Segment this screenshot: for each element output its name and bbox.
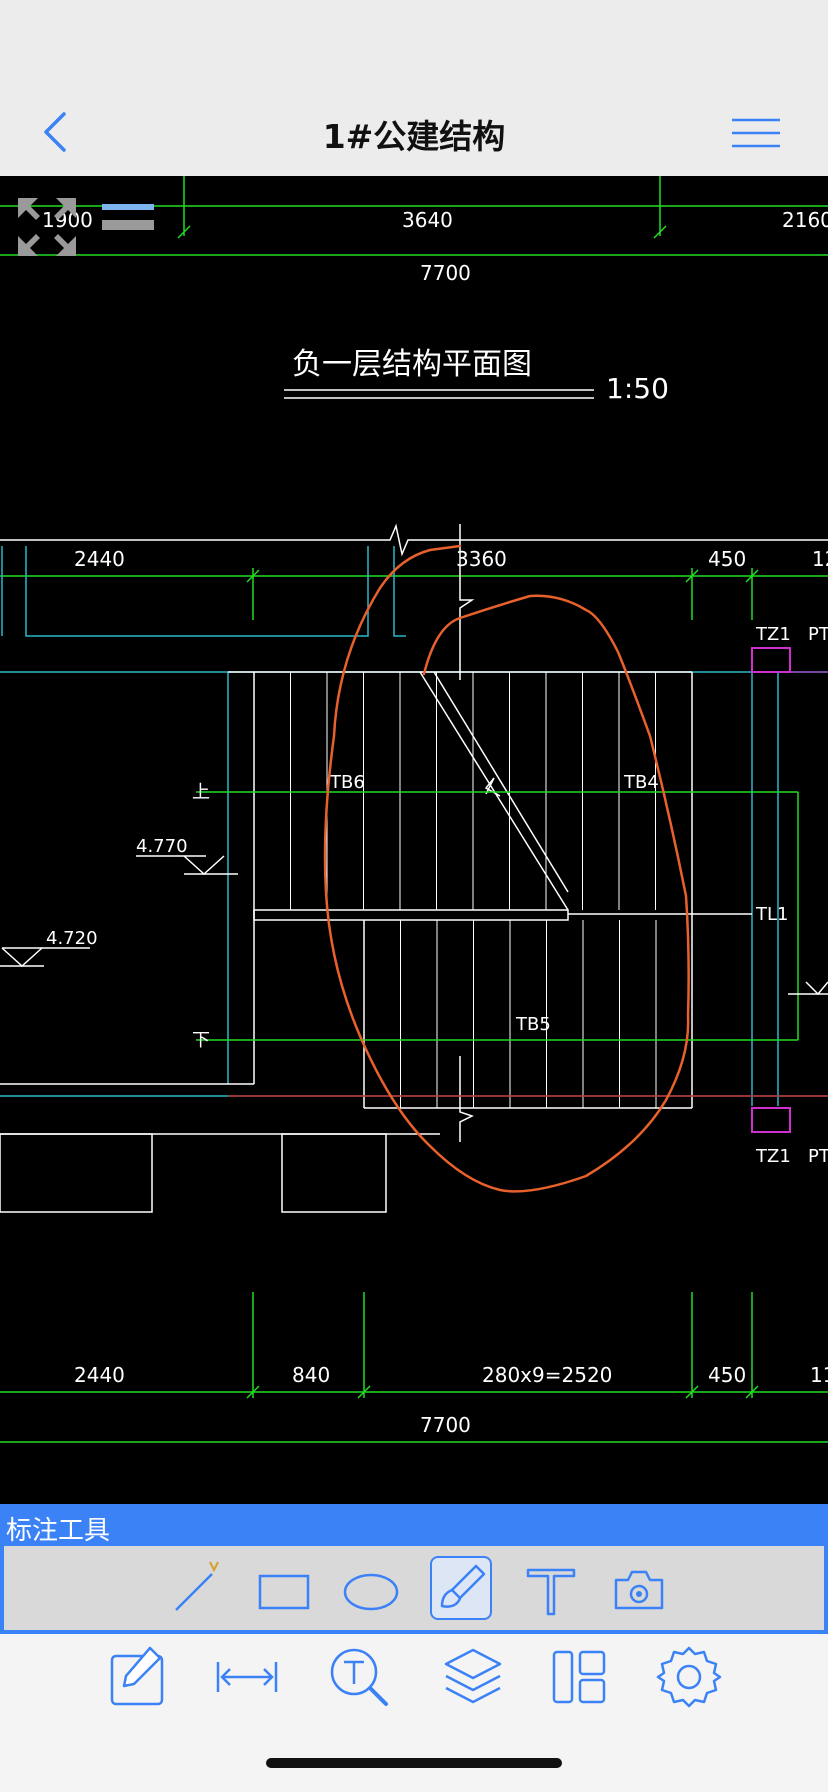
chevron-left-icon xyxy=(44,112,66,152)
gear-icon xyxy=(656,1646,722,1708)
label-pt-bottom: PT xyxy=(808,1146,828,1167)
cad-drawing-canvas[interactable]: 1900 3640 2160 7700 负一层结构平面图 1:50 2440 3… xyxy=(0,176,828,1504)
line-icon xyxy=(175,1561,219,1611)
dim-bottom-total: 7700 xyxy=(420,1413,471,1437)
hamburger-menu-icon xyxy=(732,118,780,148)
label-up: 上 xyxy=(192,782,210,803)
dim-bottom-3: 280x9=2520 xyxy=(482,1363,612,1387)
dim-mid-2: 3360 xyxy=(456,547,507,571)
text-search-icon xyxy=(330,1648,388,1706)
text-tool-button[interactable] xyxy=(520,1556,582,1620)
label-tl1: TL1 xyxy=(755,904,788,925)
layout-icon xyxy=(552,1650,606,1704)
expand-arrows-icon xyxy=(18,198,76,256)
elevation-2: 4.720 xyxy=(46,928,98,949)
elevation-1: 4.770 xyxy=(136,836,188,857)
dim-top-1: 1900 xyxy=(42,208,93,232)
camera-tool-button[interactable] xyxy=(608,1556,670,1620)
bottom-toolbar xyxy=(0,1634,828,1792)
ellipse-icon xyxy=(343,1573,399,1611)
ellipse-tool-button[interactable] xyxy=(340,1556,402,1620)
plan-scale: 1:50 xyxy=(606,372,669,405)
measure-button[interactable] xyxy=(214,1644,280,1710)
edit-button[interactable] xyxy=(104,1644,170,1710)
home-indicator xyxy=(266,1758,562,1768)
cad-drawing: 1900 3640 2160 7700 负一层结构平面图 1:50 2440 3… xyxy=(0,176,828,1443)
layers-icon xyxy=(444,1648,502,1704)
menu-button[interactable] xyxy=(724,108,788,158)
dim-bottom-2: 840 xyxy=(292,1363,330,1387)
navigation-bar: 1#公建结构 xyxy=(0,90,828,176)
dim-mid-3: 450 xyxy=(708,547,746,571)
label-tz1-bottom: TZ1 xyxy=(755,1146,791,1167)
back-button[interactable] xyxy=(30,106,82,158)
label-tz1-top: TZ1 xyxy=(755,624,791,645)
freehand-annotation[interactable] xyxy=(323,544,690,1193)
brush-tool-button[interactable] xyxy=(430,1556,492,1620)
page-title: 1#公建结构 xyxy=(322,117,506,156)
camera-icon xyxy=(614,1570,664,1610)
plan-title: 负一层结构平面图 xyxy=(292,347,532,382)
dim-top-total: 7700 xyxy=(420,261,471,285)
markup-tools-panel: 标注工具 xyxy=(0,1504,828,1634)
dim-bottom-4: 450 xyxy=(708,1363,746,1387)
text-search-button[interactable] xyxy=(326,1644,392,1710)
markup-toolbar xyxy=(4,1546,824,1630)
measure-icon xyxy=(216,1662,278,1692)
layers-button[interactable] xyxy=(440,1644,506,1710)
label-pt-top: PT xyxy=(808,624,828,645)
edit-pencil-icon xyxy=(110,1646,164,1706)
markup-panel-title: 标注工具 xyxy=(6,1516,111,1546)
text-t-icon xyxy=(526,1568,576,1616)
dim-bottom-5: 112 xyxy=(810,1363,828,1387)
dim-mid-4: 12 xyxy=(812,547,828,571)
status-bar-area xyxy=(0,0,828,90)
layout-button[interactable] xyxy=(546,1644,612,1710)
brush-icon xyxy=(440,1564,486,1608)
settings-button[interactable] xyxy=(656,1644,722,1710)
layer-bars-icon xyxy=(102,204,154,230)
label-tb5: TB5 xyxy=(515,1014,551,1035)
fullscreen-button[interactable] xyxy=(16,196,78,258)
rectangle-tool-button[interactable] xyxy=(252,1556,314,1620)
line-tool-button[interactable] xyxy=(166,1556,228,1620)
label-down: 下 xyxy=(192,1030,210,1051)
dim-top-2: 3640 xyxy=(402,208,453,232)
label-tb4: TB4 xyxy=(623,772,659,793)
layer-toggle-button[interactable] xyxy=(100,200,156,232)
dim-top-3: 2160 xyxy=(782,208,828,232)
dim-mid-1: 2440 xyxy=(74,547,125,571)
rectangle-icon xyxy=(258,1574,310,1610)
dim-bottom-1: 2440 xyxy=(74,1363,125,1387)
label-tb6: TB6 xyxy=(329,772,365,793)
